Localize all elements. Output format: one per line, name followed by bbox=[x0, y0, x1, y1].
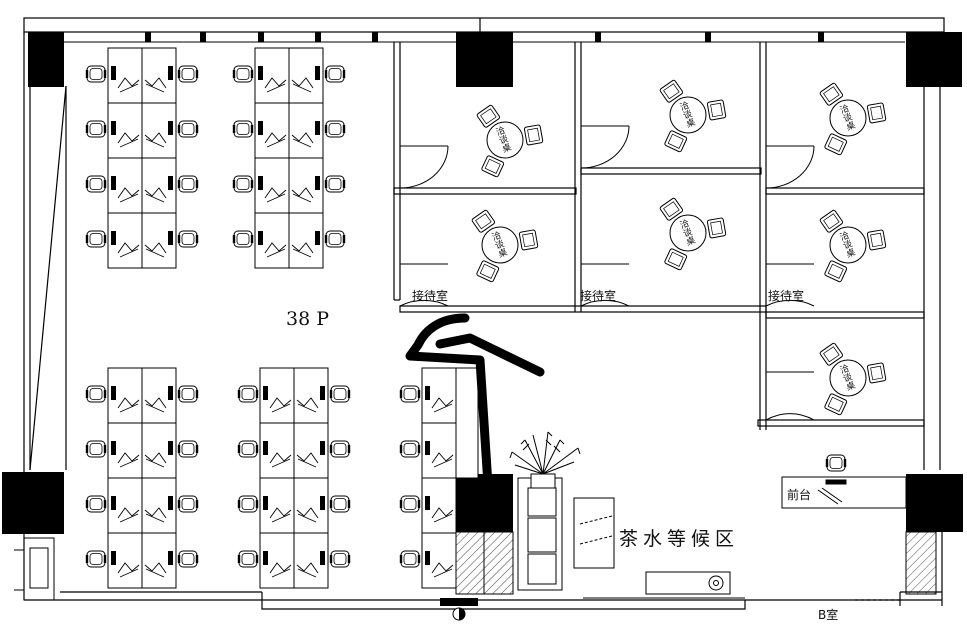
room-b-label: B室 bbox=[818, 608, 839, 622]
annotation-stroke bbox=[405, 313, 545, 490]
open-office-label: 38 P bbox=[286, 308, 330, 330]
reception-desk bbox=[781, 453, 907, 509]
center-desk-column bbox=[399, 367, 479, 589]
potted-plant bbox=[509, 431, 581, 489]
reception-room-label-2: 接待室 bbox=[580, 289, 617, 303]
door-swings bbox=[399, 125, 815, 421]
structural-columns bbox=[2, 32, 963, 534]
tea-waiting-area-label: 茶水等候区 bbox=[619, 528, 740, 550]
front-desk-label: 前台 bbox=[787, 488, 812, 502]
meeting-room-walls bbox=[393, 42, 925, 430]
entrance-marker bbox=[440, 598, 478, 621]
reception-room-label-1: 接待室 bbox=[412, 289, 449, 303]
equipment-cabinet bbox=[14, 537, 55, 601]
reception-room-label-3: 接待室 bbox=[768, 289, 805, 303]
column-bases bbox=[455, 531, 937, 595]
